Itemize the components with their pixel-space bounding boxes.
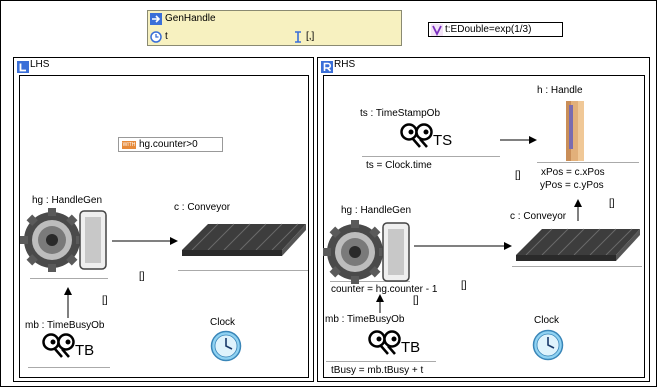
rhs-handle-assign-x: xPos = c.xPos — [541, 167, 605, 178]
rhs-clock-icon[interactable] — [532, 329, 564, 361]
rhs-clock-label: Clock — [534, 315, 560, 326]
lhs-timebusy-icon[interactable]: TB — [42, 333, 100, 359]
rule-param: t — [165, 31, 168, 42]
lhs-condition[interactable]: WITH hg.counter>0 — [118, 137, 223, 152]
rhs-handlegen-label: hg : HandleGen — [341, 205, 412, 216]
rhs-canvas — [323, 75, 645, 378]
rhs-conveyor-label: c : Conveyor — [510, 211, 567, 222]
rule-header[interactable]: GenHandle t [,] — [147, 10, 402, 46]
rule-brackets: [,] — [306, 31, 315, 42]
rhs-timestamp-label: ts : TimeStampOb — [360, 108, 441, 119]
lhs-timebusy-label: mb : TimeBusyOb — [25, 320, 105, 331]
rule-name: GenHandle — [165, 13, 216, 24]
rhs-conveyor-separator — [512, 266, 642, 267]
parameter-declaration: t:EDouble=exp(1/3) — [445, 24, 532, 35]
rhs-bracket-counter: [] — [461, 280, 467, 291]
rhs-bracket-tb: [] — [413, 295, 419, 306]
rhs-icon — [321, 61, 333, 73]
lhs-clock-label: Clock — [210, 317, 236, 328]
lhs-handlegen-icon[interactable] — [20, 208, 110, 272]
rhs-timebusy-separator — [326, 361, 436, 362]
lhs-icon — [17, 61, 29, 73]
rhs-handle-icon[interactable] — [563, 101, 587, 161]
variable-icon — [431, 24, 443, 36]
text-cursor-icon — [295, 31, 301, 43]
lhs-conveyor-separator — [178, 270, 308, 271]
rhs-timestamp-icon[interactable]: TS — [400, 123, 462, 149]
lhs-conveyor-label: c : Conveyor — [174, 202, 231, 213]
rhs-handlegen-separator — [330, 281, 410, 282]
rhs-handle-assign-y: yPos = c.yPos — [540, 180, 604, 191]
lhs-conveyor-icon[interactable] — [178, 220, 310, 260]
lhs-tb-text: TB — [75, 342, 94, 359]
rhs-timebusy-icon[interactable]: TB — [368, 330, 426, 356]
rhs-handle-label: h : Handle — [537, 85, 583, 96]
rhs-bracket-handle: [] — [609, 198, 615, 209]
lhs-bracket-b: [] — [102, 295, 108, 306]
rhs-conveyor-icon[interactable] — [512, 225, 644, 265]
rhs-bracket-ts: [] — [515, 170, 521, 181]
rule-icon — [150, 13, 162, 25]
rhs-handle-separator — [537, 162, 639, 163]
rhs-timestamp-separator — [362, 156, 500, 157]
rhs-ts-text: TS — [433, 132, 452, 149]
condition-text: hg.counter>0 — [139, 139, 198, 150]
rhs-timestamp-assign: ts = Clock.time — [366, 160, 432, 171]
lhs-timebusy-separator — [28, 367, 110, 368]
lhs-clock-icon[interactable] — [210, 330, 242, 362]
rhs-counter-assign: counter = hg.counter - 1 — [331, 284, 438, 295]
lhs-handlegen-label: hg : HandleGen — [32, 195, 103, 206]
rhs-timebusy-label: mb : TimeBusyOb — [325, 314, 405, 325]
rhs-tbusy-assign: tBusy = mb.tBusy + t — [331, 365, 424, 376]
with-tag: WITH — [122, 141, 136, 149]
lhs-title: LHS — [30, 59, 50, 70]
rhs-tb-text: TB — [401, 339, 420, 356]
rhs-title: RHS — [334, 59, 356, 70]
lhs-bracket-a: [] — [139, 271, 145, 282]
lhs-handlegen-separator — [30, 278, 108, 279]
parameter-box[interactable]: t:EDouble=exp(1/3) — [428, 22, 563, 37]
rhs-handlegen-icon[interactable] — [323, 220, 413, 284]
clock-param-icon — [150, 31, 162, 43]
